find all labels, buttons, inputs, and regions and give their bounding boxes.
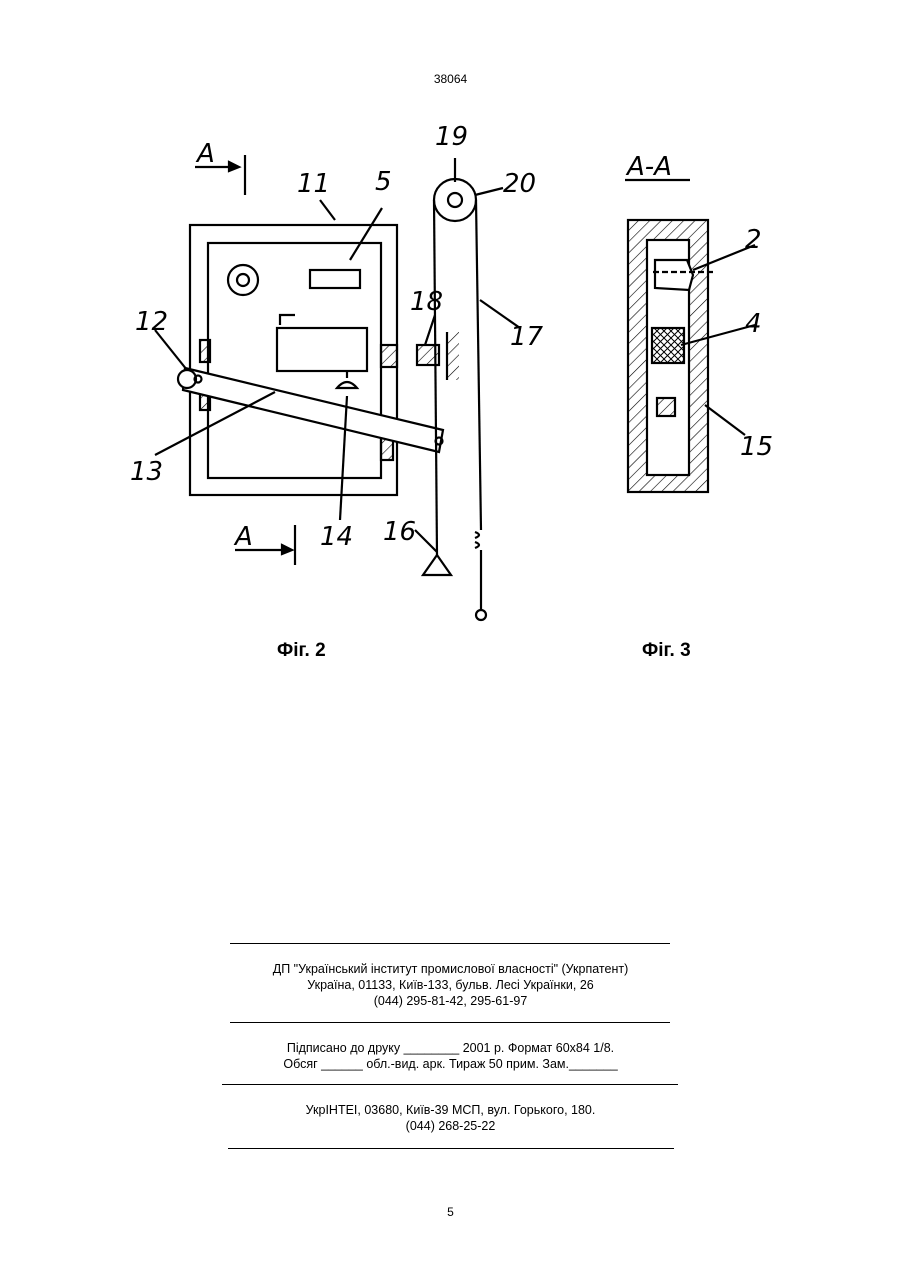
label-16: 16 [383,517,416,547]
figure-2-caption: Фіг. 2 [277,640,326,662]
label-5: 5 [375,167,392,197]
divider [228,1148,674,1149]
imprint-org-line-2: Україна, 01133, Київ-133, бульв. Лесі Ук… [0,978,901,992]
imprint-publisher-line-1: УкрІНТЕІ, 03680, Київ-39 МСП, вул. Горьк… [0,1103,901,1117]
label-14: 14 [320,522,353,552]
label-17: 17 [510,322,544,352]
figure-3-caption: Фіг. 3 [642,640,691,662]
label-A-bottom: A [233,522,253,552]
page-footer-number: 5 [0,1205,901,1219]
divider [230,943,670,944]
label-2: 2 [745,225,762,255]
label-20: 20 [503,169,536,199]
figure-3 [625,180,755,492]
divider [230,1022,670,1023]
label-A-top: A [195,139,215,169]
label-18: 18 [410,287,443,317]
imprint-print-line-1: Підписано до друку ________ 2001 р. Форм… [0,1041,901,1055]
label-11: 11 [297,169,330,199]
patent-drawing: A 11 5 12 13 14 16 17 18 19 20 A A-A 2 4… [125,100,785,630]
page-header-number: 38064 [0,72,901,86]
label-section-A-A: A-A [625,152,672,182]
imprint-print-line-2: Обсяг ______ обл.-вид. арк. Тираж 50 при… [0,1057,901,1071]
imprint-org-line-3: (044) 295-81-42, 295-61-97 [0,994,901,1008]
label-13: 13 [130,457,163,487]
imprint-publisher-line-2: (044) 268-25-22 [0,1119,901,1133]
label-15: 15 [740,432,773,462]
divider [222,1084,678,1085]
label-19: 19 [435,122,468,152]
label-4: 4 [745,309,762,339]
label-12: 12 [135,307,168,337]
imprint-org-line-1: ДП "Український інститут промислової вла… [0,962,901,976]
